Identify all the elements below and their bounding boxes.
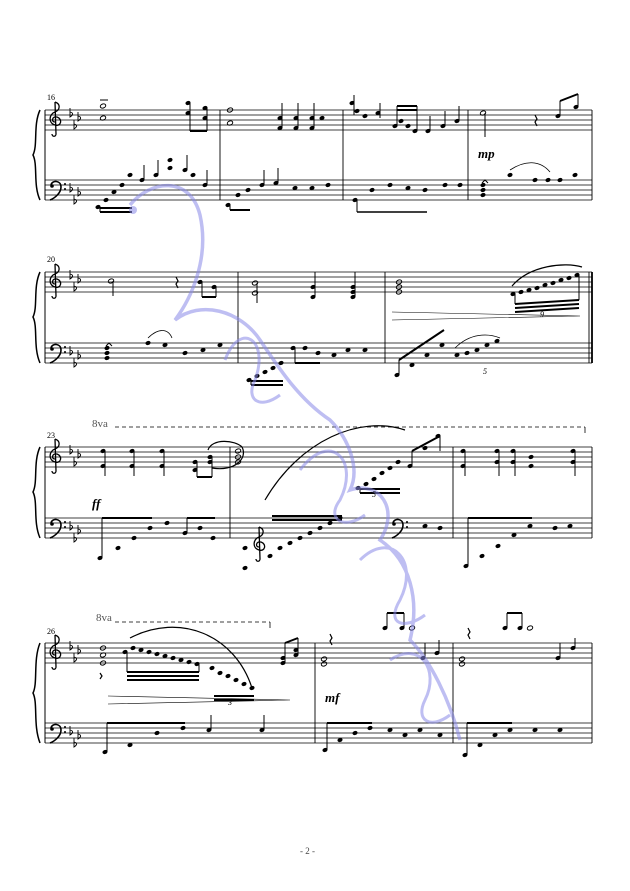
measure-number: 20 bbox=[47, 255, 55, 264]
measure-number: 23 bbox=[47, 431, 55, 440]
tuplet-number: 3 bbox=[228, 698, 232, 707]
measure-number: 16 bbox=[47, 93, 55, 102]
system-3 bbox=[32, 425, 593, 571]
ottava-marking: 8va bbox=[96, 612, 112, 624]
measure-number: 26 bbox=[47, 627, 55, 636]
dynamic-marking: ff bbox=[92, 496, 101, 511]
dynamic-marking: mf bbox=[325, 690, 340, 705]
ottava-marking: 8va bbox=[92, 418, 108, 430]
signature-watermark bbox=[128, 183, 462, 741]
system-1 bbox=[32, 93, 593, 213]
system-4 bbox=[32, 612, 593, 758]
tuplet-number: 5 bbox=[483, 367, 487, 376]
system-2 bbox=[32, 263, 593, 386]
tuplet-number: 9 bbox=[540, 310, 544, 319]
tuplet-number: 5 bbox=[372, 490, 376, 499]
dynamic-marking: mp bbox=[478, 146, 495, 161]
page-number: - 2 - bbox=[300, 846, 315, 856]
